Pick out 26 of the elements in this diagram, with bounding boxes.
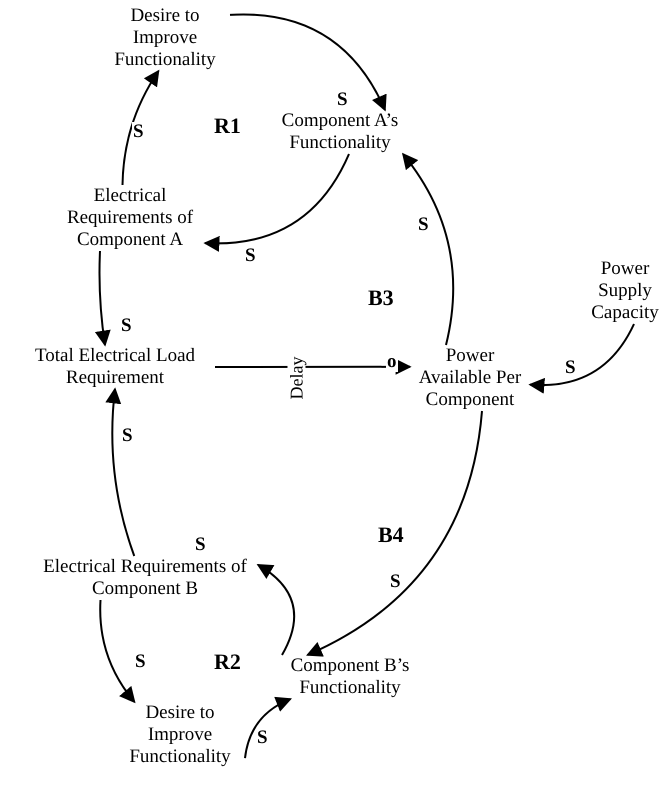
arrow	[122, 70, 160, 186]
variable-label: Total Electrical Load Requirement	[15, 345, 215, 389]
loop-label: B3	[368, 286, 394, 310]
loop-label: B4	[378, 523, 404, 547]
arrow	[106, 387, 136, 556]
arrow	[244, 697, 292, 758]
arrow	[528, 324, 635, 394]
arrow	[256, 564, 296, 656]
variable-label: Component B’s Functionality	[265, 655, 435, 699]
variable-label: Desire to Improve Functionality	[100, 5, 230, 71]
delay-label: Delay	[288, 356, 306, 400]
arrow	[99, 600, 136, 704]
variable-label: Component A’s Functionality	[250, 110, 430, 154]
variable-label: Power Available Per Component	[410, 345, 530, 411]
variable-label: Electrical Requirements of Component A	[55, 185, 205, 251]
variable-label: Power Supply Capacity	[580, 258, 670, 324]
arrow	[95, 250, 111, 347]
arrow	[306, 410, 483, 656]
variable-label: Desire to Improve Functionality	[115, 702, 245, 768]
variable-label: Electrical Requirements of Component B	[32, 556, 258, 600]
arrow	[203, 154, 350, 252]
arrow	[215, 358, 412, 375]
arrow	[230, 14, 386, 112]
arrow	[402, 152, 454, 346]
loop-label: R1	[214, 114, 241, 138]
loop-label: R2	[214, 650, 241, 674]
